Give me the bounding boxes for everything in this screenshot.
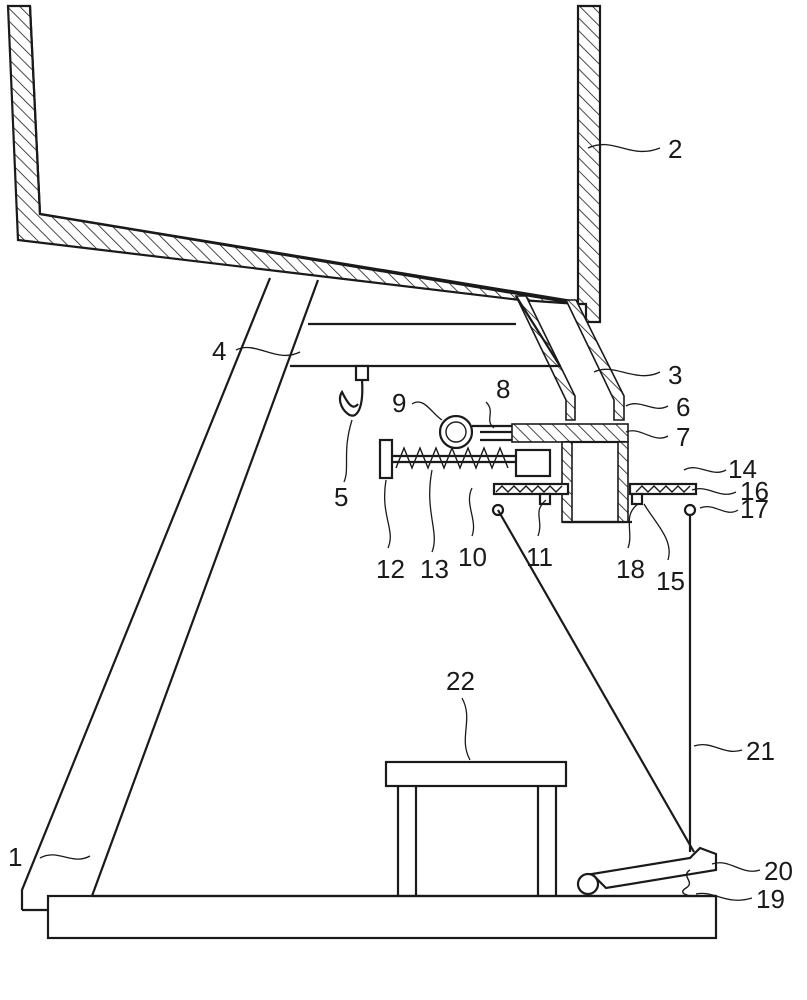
label-7: 7 bbox=[676, 422, 690, 452]
label-11: 11 bbox=[526, 542, 553, 572]
label-19: 19 bbox=[756, 884, 785, 914]
label-18: 18 bbox=[616, 554, 645, 584]
part-labels: 1 2 3 4 5 6 7 8 9 10 11 12 13 14 15 16 1… bbox=[8, 134, 793, 914]
label-14: 14 bbox=[728, 454, 757, 484]
leader-lines bbox=[39, 143, 761, 901]
frame bbox=[20, 277, 718, 940]
label-22: 22 bbox=[446, 666, 475, 696]
label-5: 5 bbox=[334, 482, 348, 512]
label-9: 9 bbox=[392, 388, 406, 418]
label-2: 2 bbox=[668, 134, 682, 164]
label-8: 8 bbox=[496, 374, 510, 404]
label-20: 20 bbox=[764, 856, 793, 886]
motor bbox=[438, 414, 512, 450]
label-1: 1 bbox=[8, 842, 22, 872]
label-4: 4 bbox=[212, 336, 226, 366]
label-17: 17 bbox=[740, 494, 769, 524]
label-13: 13 bbox=[420, 554, 449, 584]
label-16: 16 bbox=[740, 476, 769, 506]
hopper bbox=[6, 4, 602, 324]
pedal bbox=[576, 846, 718, 897]
label-10: 10 bbox=[458, 542, 487, 572]
label-6: 6 bbox=[676, 392, 690, 422]
label-12: 12 bbox=[376, 554, 405, 584]
spring-rod bbox=[378, 438, 552, 480]
discharge-chute bbox=[514, 295, 625, 421]
label-3: 3 bbox=[668, 360, 682, 390]
hook bbox=[338, 364, 370, 417]
ropes bbox=[497, 509, 695, 853]
label-21: 21 bbox=[746, 736, 775, 766]
seat bbox=[384, 760, 568, 896]
slider-assembly bbox=[480, 423, 632, 524]
left-rack bbox=[491, 482, 570, 517]
right-rack bbox=[628, 482, 698, 517]
label-15: 15 bbox=[656, 566, 685, 596]
cross-brace bbox=[290, 295, 561, 368]
